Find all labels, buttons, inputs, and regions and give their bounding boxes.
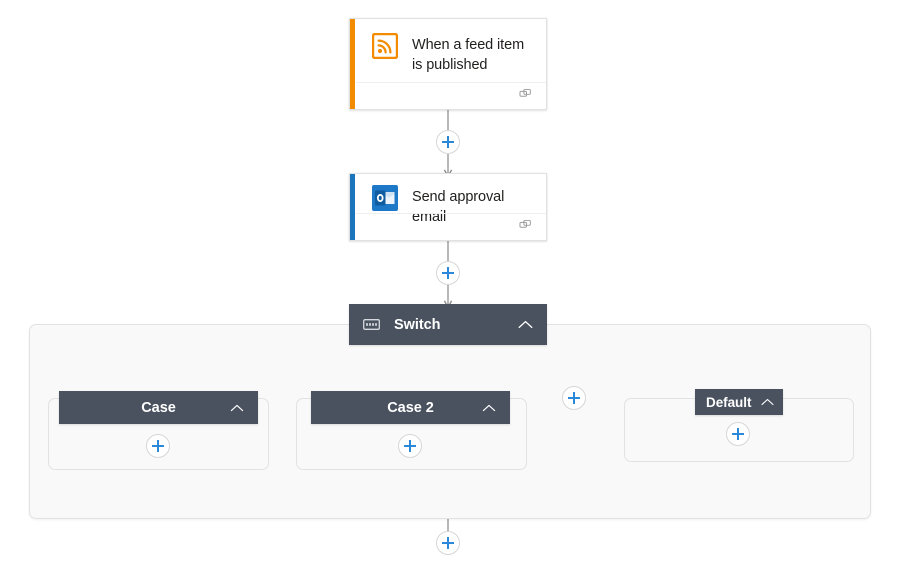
trigger-accent-bar xyxy=(350,19,355,109)
switch-label: Switch xyxy=(394,316,441,333)
case-2-header[interactable]: Case 2 xyxy=(311,391,510,424)
trigger-card-footer xyxy=(356,82,546,109)
case-1-header[interactable]: Case xyxy=(59,391,258,424)
case-1-add-action-button[interactable] xyxy=(146,434,170,458)
add-step-top-button[interactable] xyxy=(436,130,460,154)
switch-header[interactable]: Switch xyxy=(349,304,547,345)
trigger-card-rss[interactable]: When a feed item is published xyxy=(349,18,547,110)
case-1-label: Case xyxy=(141,399,176,416)
chevron-up-icon[interactable] xyxy=(518,316,533,334)
case-2-label: Case 2 xyxy=(387,399,434,416)
action-accent-bar xyxy=(350,174,355,240)
action-card-send-approval-email[interactable]: Send approval email xyxy=(349,173,547,241)
action-card-footer xyxy=(356,213,546,240)
outlook-icon xyxy=(372,185,398,211)
rss-icon xyxy=(371,32,399,60)
add-step-middle-button[interactable] xyxy=(436,261,460,285)
chevron-up-icon[interactable] xyxy=(482,399,496,417)
switch-icon xyxy=(363,319,380,330)
trigger-card-body: When a feed item is published xyxy=(350,19,546,87)
add-step-bottom-button[interactable] xyxy=(436,531,460,555)
trigger-card-title: When a feed item is published xyxy=(412,37,525,73)
add-case-button[interactable] xyxy=(562,386,586,410)
action-card-body: Send approval email xyxy=(350,174,546,239)
link-icon[interactable] xyxy=(519,218,532,236)
default-case-add-action-button[interactable] xyxy=(726,422,750,446)
chevron-up-icon[interactable] xyxy=(230,399,244,417)
chevron-up-icon[interactable] xyxy=(761,393,774,411)
default-case-label: Default xyxy=(706,394,752,410)
default-case-header[interactable]: Default xyxy=(695,389,783,415)
link-icon[interactable] xyxy=(519,87,532,105)
case-2-add-action-button[interactable] xyxy=(398,434,422,458)
